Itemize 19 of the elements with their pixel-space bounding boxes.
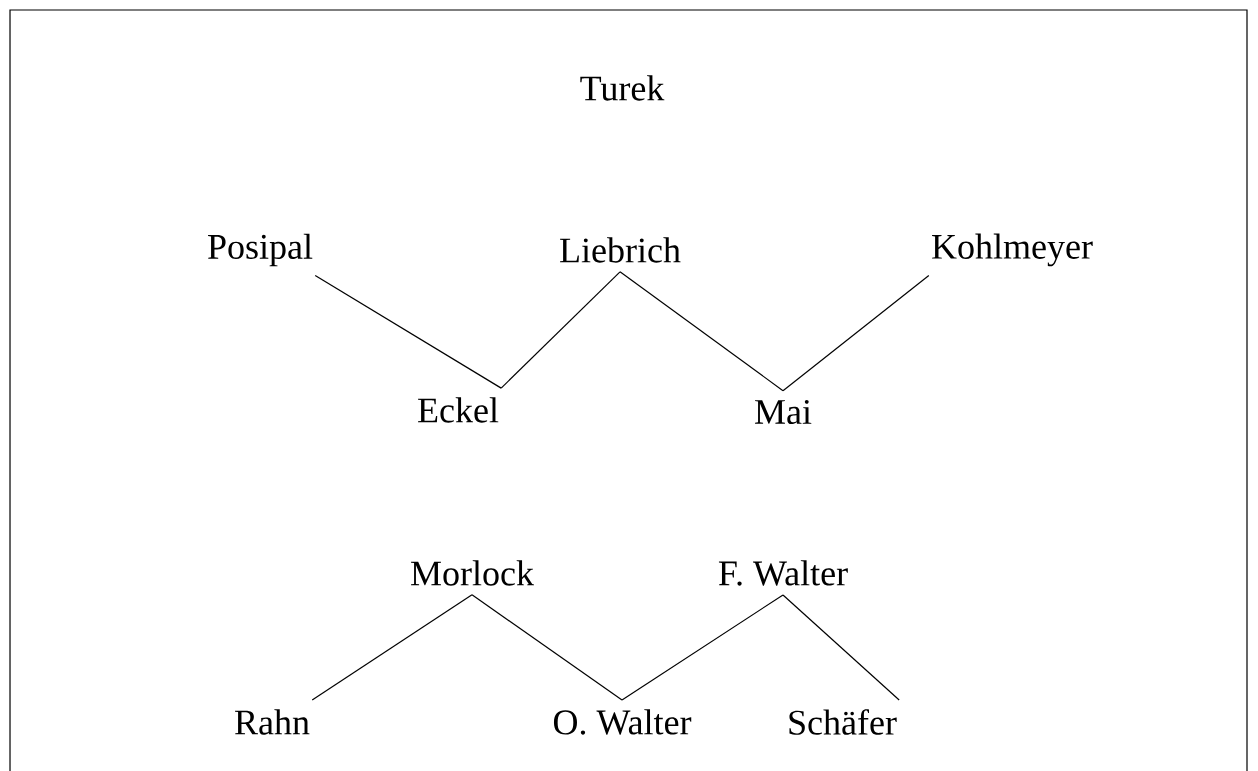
- player-name: Kohlmeyer: [932, 233, 1093, 267]
- player-name: Mai: [755, 399, 812, 425]
- connector-line: [782, 594, 900, 701]
- player-name: O. Walter: [553, 709, 692, 735]
- connector-line: [782, 274, 930, 392]
- player-name: Turek: [580, 75, 665, 101]
- connector-line: [619, 271, 784, 392]
- connector-line: [471, 594, 623, 701]
- connector-line: [311, 594, 473, 701]
- connector-line: [500, 271, 621, 389]
- player-name: Eckel: [418, 397, 499, 423]
- player-name: Liebrich: [560, 237, 681, 263]
- connector-line: [314, 274, 502, 389]
- player-name: F. Walter: [718, 560, 848, 586]
- player-name: Rahn: [235, 709, 310, 735]
- player-name: Posipal: [208, 233, 313, 267]
- player-name: Morlock: [411, 560, 534, 586]
- player-name: Schäfer: [789, 709, 897, 735]
- connector-line: [621, 594, 784, 701]
